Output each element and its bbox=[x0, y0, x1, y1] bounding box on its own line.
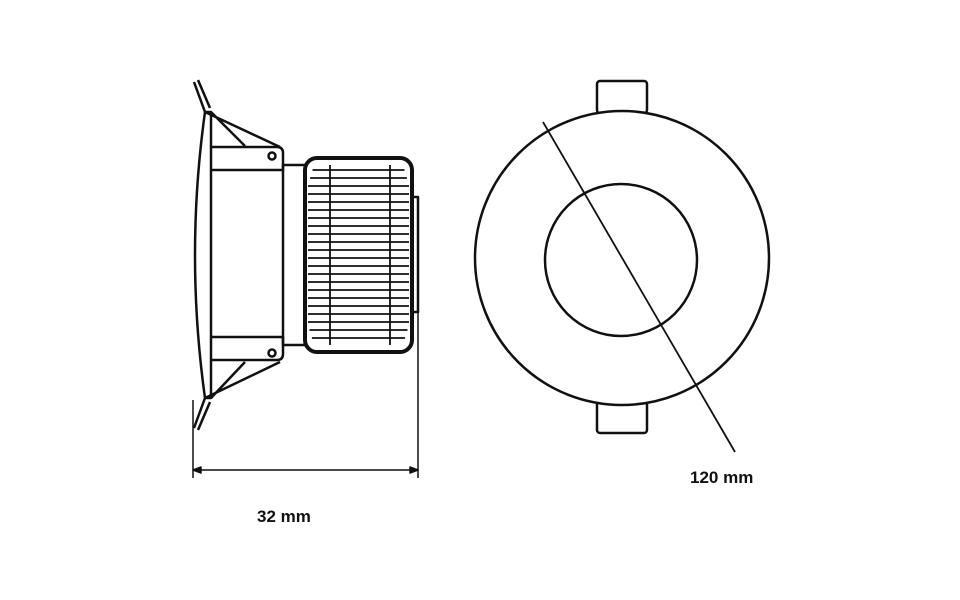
bottom-bracket bbox=[211, 335, 285, 362]
front-flange bbox=[193, 110, 213, 400]
front-view bbox=[473, 79, 771, 453]
bottom-spring-clip bbox=[192, 360, 281, 431]
lens bbox=[543, 182, 699, 338]
side-dimension bbox=[192, 312, 419, 478]
heatsink-fins bbox=[308, 165, 409, 345]
housing-body bbox=[281, 163, 307, 347]
bottom-bracket-screw bbox=[267, 348, 277, 358]
back-plate bbox=[410, 195, 420, 314]
top-bracket-screw bbox=[267, 151, 277, 161]
side-dimension-label: 32 mm bbox=[257, 507, 311, 526]
front-dimension-label: 120 mm bbox=[690, 468, 754, 487]
top-spring-clip bbox=[192, 79, 281, 149]
side-view bbox=[192, 79, 420, 431]
top-bracket bbox=[211, 145, 285, 172]
top-clip bbox=[595, 79, 649, 115]
diameter-line bbox=[542, 121, 736, 453]
